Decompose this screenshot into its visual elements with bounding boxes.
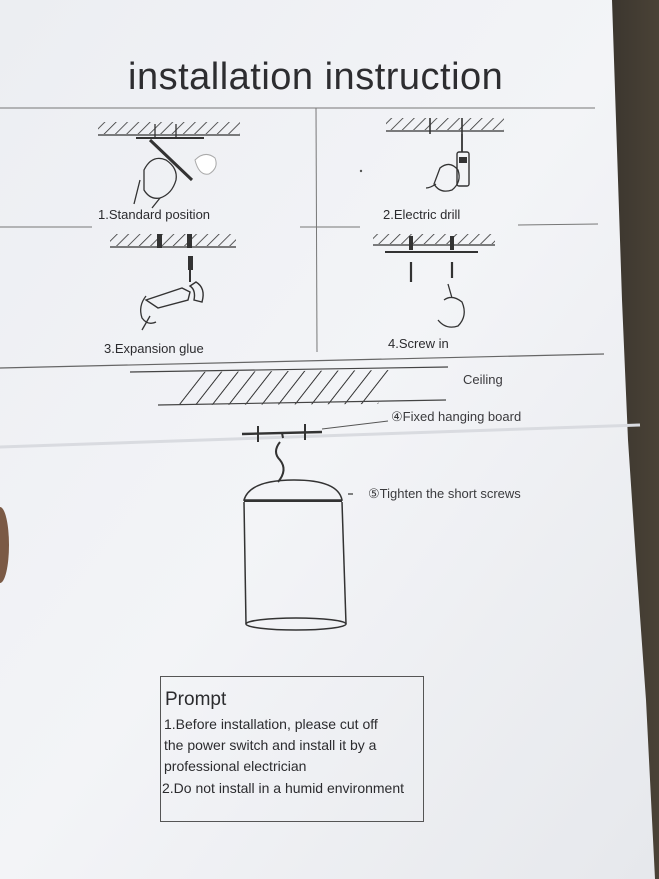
- grid-line-mid-right: [517, 223, 599, 226]
- prompt-box: [160, 676, 424, 822]
- prompt-line-2: the power switch and install it by a: [164, 737, 377, 753]
- prompt-line-3: professional electrician: [164, 758, 307, 774]
- hanging-board-label: ④Fixed hanging board: [391, 409, 522, 424]
- grid-line-vertical: [315, 107, 318, 353]
- mounting-diagram: [129, 366, 449, 631]
- prompt-line-1: 1.Before installation, please cut off: [164, 716, 378, 732]
- step3-illustration: [110, 234, 236, 331]
- short-screws-label: ⑤Tighten the short screws: [368, 486, 521, 501]
- step1-caption: 1.Standard position: [98, 207, 211, 222]
- prompt-line-4: 2.Do not install in a humid environment: [162, 780, 405, 796]
- step2-illustration: [359, 118, 504, 192]
- ceiling-label: Ceiling: [463, 372, 503, 387]
- step1-illustration: [98, 122, 240, 209]
- step3-caption: 3.Expansion glue: [104, 341, 204, 356]
- finger: [0, 507, 9, 583]
- prompt-title: Prompt: [165, 689, 227, 710]
- step4-illustration: [373, 234, 495, 328]
- document-title: installation instruction: [128, 56, 504, 98]
- grid-line-bottom: [0, 353, 605, 369]
- step4-caption: 4.Screw in: [388, 336, 449, 351]
- paper-fold: [0, 423, 641, 449]
- step2-caption: 2.Electric drill: [383, 207, 461, 222]
